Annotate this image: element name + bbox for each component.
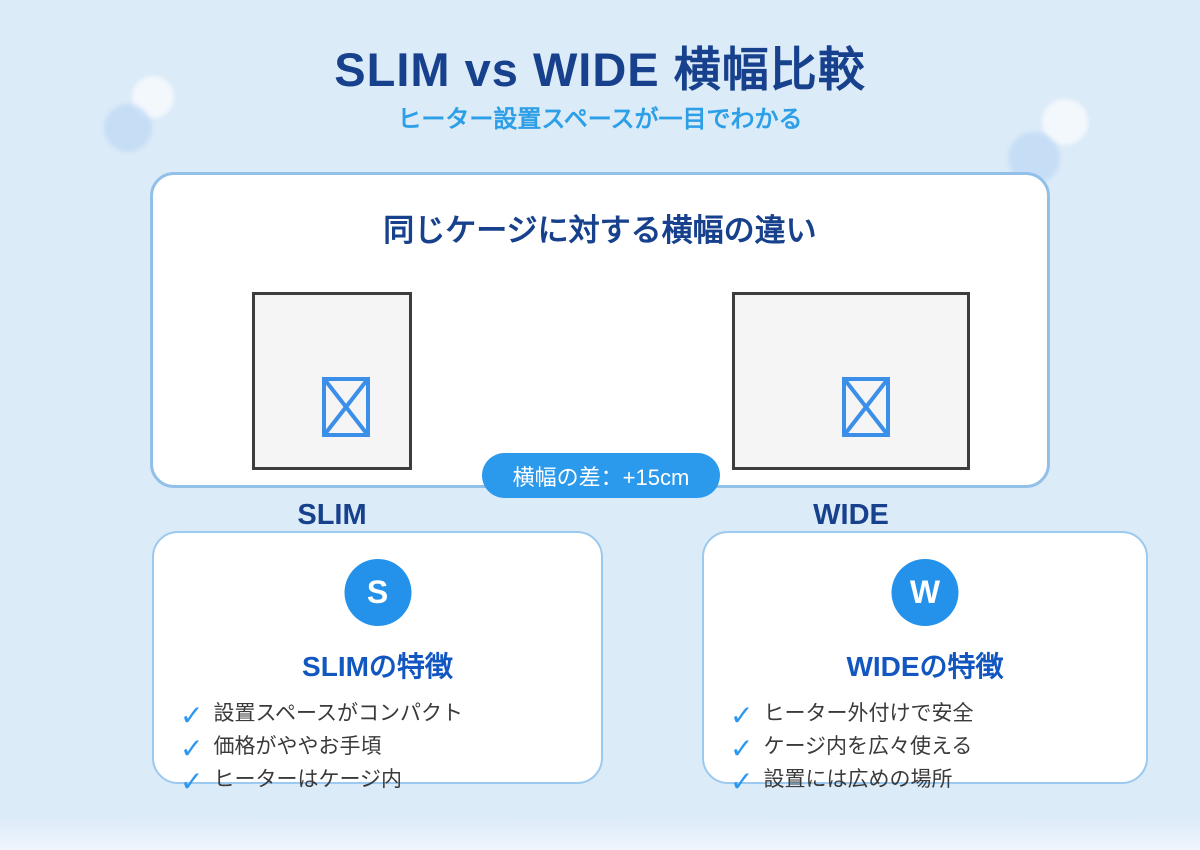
page-subtitle: ヒーター設置スペースが一目でわかる bbox=[397, 105, 803, 133]
width-difference-label: 横幅の差：+15cm bbox=[512, 464, 690, 490]
slim-feature-heading: SLIMの特徴 bbox=[302, 651, 453, 682]
feature-item: ✓ ヒーター外付けで安全 bbox=[730, 695, 1136, 731]
feature-item-text: 価格がややお手頃 bbox=[213, 734, 382, 758]
feature-item: ✓ ヒーターはケージ内 bbox=[180, 761, 591, 797]
feature-item: ✓ 価格がややお手頃 bbox=[180, 728, 591, 764]
check-icon: ✓ bbox=[730, 699, 754, 731]
wide-feature-heading: WIDEの特徴 bbox=[846, 651, 1004, 682]
image-placeholder-icon bbox=[322, 377, 370, 437]
wide-badge-letter: W bbox=[909, 574, 941, 610]
image-placeholder-icon bbox=[842, 377, 890, 437]
check-icon: ✓ bbox=[180, 699, 204, 731]
width-difference-badge: 横幅の差：+15cm bbox=[482, 453, 720, 498]
check-icon: ✓ bbox=[730, 732, 754, 764]
wide-label: WIDE bbox=[813, 499, 889, 531]
check-icon: ✓ bbox=[180, 732, 204, 764]
check-icon: ✓ bbox=[730, 765, 754, 797]
feature-item-text: 設置スペースがコンパクト bbox=[213, 701, 463, 725]
decor-circle bbox=[104, 104, 152, 152]
slim-cage-box bbox=[252, 292, 412, 470]
wide-feature-list: ✓ ヒーター外付けで安全 ✓ ケージ内を広々使える ✓ 設置には広めの場所 bbox=[730, 695, 1136, 797]
feature-item-text: ヒーター外付けで安全 bbox=[763, 701, 974, 725]
wide-badge: W bbox=[891, 559, 959, 626]
slim-badge: S bbox=[344, 559, 411, 626]
wide-cage-box bbox=[732, 292, 970, 470]
slim-feature-list: ✓ 設置スペースがコンパクト ✓ 価格がややお手頃 ✓ ヒーターはケージ内 bbox=[180, 695, 591, 797]
slim-label: SLIM bbox=[297, 499, 367, 531]
wide-feature-card: W WIDEの特徴 ✓ ヒーター外付けで安全 ✓ ケージ内を広々使える ✓ 設置… bbox=[702, 531, 1148, 795]
feature-item: ✓ 設置スペースがコンパクト bbox=[180, 695, 591, 731]
page-title: SLIM vs WIDE 横幅比較 bbox=[334, 43, 866, 96]
feature-item-text: 設置には広めの場所 bbox=[763, 767, 953, 791]
feature-item-text: ヒーターはケージ内 bbox=[213, 767, 403, 791]
header: SLIM vs WIDE 横幅比較 ヒーター設置スペースが一目でわかる bbox=[0, 44, 1200, 134]
feature-item-text: ケージ内を広々使える bbox=[763, 734, 973, 758]
bottom-glow bbox=[0, 818, 1200, 850]
check-icon: ✓ bbox=[180, 765, 204, 797]
comparison-heading: 同じケージに対する横幅の違い bbox=[383, 213, 817, 248]
slim-badge-letter: S bbox=[366, 574, 389, 610]
feature-item: ✓ 設置には広めの場所 bbox=[730, 761, 1136, 797]
feature-item: ✓ ケージ内を広々使える bbox=[730, 728, 1136, 764]
width-comparison-card: 同じケージに対する横幅の違い bbox=[150, 172, 1050, 488]
slim-feature-card: S SLIMの特徴 ✓ 設置スペースがコンパクト ✓ 価格がややお手頃 ✓ ヒー… bbox=[152, 531, 603, 795]
